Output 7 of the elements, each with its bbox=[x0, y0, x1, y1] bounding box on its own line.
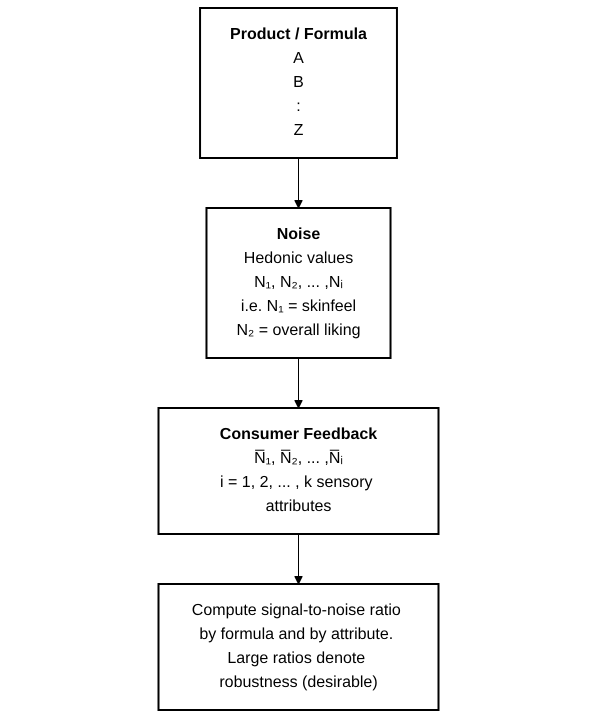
arrow bbox=[294, 358, 303, 408]
node-box: Consumer Feedback N̅₁, N̅₂, ... ,N̅ᵢ i = 1, 2, ... , k sensory attributes bbox=[158, 407, 440, 535]
arrow bbox=[294, 534, 303, 584]
node-box: Product / Formula A B : Z bbox=[199, 7, 398, 159]
node-box: Compute signal-to-noise ratio by formula and by attribute. Large ratios denote robustness (desirable) bbox=[158, 583, 440, 711]
node-box: Noise Hedonic values N₁, N₂, ... ,Nᵢ i.e. N₁ = skinfeel N₂ = overall liking bbox=[205, 207, 392, 359]
arrow bbox=[294, 158, 303, 208]
